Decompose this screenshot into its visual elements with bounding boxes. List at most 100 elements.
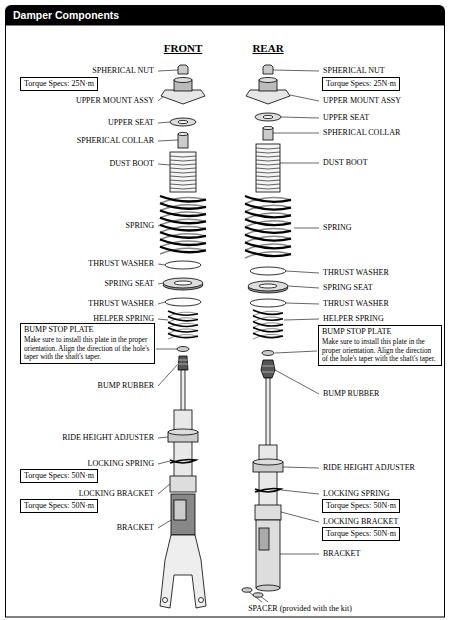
spacer — [242, 588, 252, 592]
thrust-washer — [250, 299, 286, 307]
part-name: LOCKING SPRING — [87, 459, 155, 469]
part-name: LOCKING SPRING — [322, 489, 390, 499]
drawing-part — [170, 168, 196, 169]
part-name: BUMP RUBBER — [322, 389, 380, 399]
part-name: SPHERICAL COLLAR — [76, 136, 155, 146]
part-name: BRACKET — [322, 549, 361, 559]
box-heading: Torque Specs: 50N·m — [326, 529, 396, 539]
part-name: UPPER SEAT — [322, 113, 370, 123]
drawing-part — [245, 250, 291, 256]
drawing-part — [259, 284, 277, 288]
drawing-part — [256, 156, 280, 157]
drawing-part — [160, 218, 206, 223]
part-name: THRUST WASHER — [322, 299, 390, 309]
drawing-part — [256, 188, 280, 189]
thrust-washer — [165, 298, 201, 306]
drawing-part — [170, 184, 196, 185]
drawing-part — [245, 227, 291, 233]
drawing-part — [245, 212, 291, 218]
box-heading: Torque Specs: 25N·m — [24, 79, 94, 89]
drawing-part — [170, 188, 196, 189]
drawing-part — [160, 225, 206, 230]
drawing-part — [174, 78, 192, 83]
drawing-part — [168, 311, 198, 315]
spacer — [253, 593, 263, 597]
drawing-part — [168, 429, 198, 435]
torque-spec-box: Torque Specs: 50N·m — [20, 499, 98, 513]
drawing-part — [160, 247, 206, 252]
spherical-nut — [263, 65, 273, 74]
part-name: HELPER SPRING — [322, 314, 385, 324]
drawing-part — [248, 281, 288, 291]
part-name: SPHERICAL NUT — [91, 66, 155, 76]
bump-stop-plate — [262, 351, 274, 356]
drawing-part — [253, 310, 283, 314]
spherical-nut — [178, 65, 188, 74]
part-name: THRUST WASHER — [87, 259, 155, 269]
drawing-part — [256, 176, 280, 177]
drawing-part — [256, 160, 280, 161]
shaft — [266, 378, 270, 446]
drawing-part — [160, 240, 206, 245]
drawing-part — [160, 196, 206, 201]
upper-mount — [246, 90, 290, 104]
drawing-part — [253, 459, 283, 465]
upper-mount — [161, 90, 205, 104]
drawing-part — [256, 168, 280, 169]
torque-spec-box: Torque Specs: 50N·m — [322, 499, 400, 513]
main-spring — [245, 196, 291, 258]
bump-rubber — [261, 360, 275, 378]
column-heading: REAR — [251, 42, 284, 55]
drawing-part — [259, 78, 277, 83]
note-box: BUMP STOP PLATEMake sure to install this… — [20, 323, 155, 364]
dust-boot — [170, 152, 196, 192]
box-heading: Torque Specs: 50N·m — [326, 501, 396, 511]
drawing-part — [256, 148, 280, 149]
drawing-part — [170, 172, 196, 173]
bracket-tube — [171, 494, 195, 535]
spherical-collar — [178, 134, 188, 148]
drawing-part — [253, 327, 283, 331]
front-damper — [160, 65, 206, 608]
drawing-part — [263, 126, 273, 129]
thrust-washer — [250, 267, 286, 275]
drawing-part — [253, 333, 283, 337]
drawing-part — [174, 500, 186, 520]
drawing-part — [160, 211, 206, 216]
part-name: RIDE HEIGHT ADJUSTER — [322, 463, 416, 473]
drawing-part — [170, 180, 196, 181]
torque-spec-box: Torque Specs: 25N·m — [322, 77, 400, 91]
boot-ribs — [170, 156, 196, 189]
part-name: RIDE HEIGHT ADJUSTER — [61, 433, 155, 443]
box-note: Make sure to install this plate in the p… — [24, 336, 151, 362]
drawing-part — [168, 328, 198, 332]
part-name: SPHERICAL COLLAR — [322, 128, 401, 138]
part-name: BRACKET — [116, 523, 155, 533]
drawing-part — [253, 316, 283, 320]
drawing-part — [168, 322, 198, 326]
drawing-part — [170, 160, 196, 161]
part-name: THRUST WASHER — [322, 268, 390, 278]
thrust-washer — [165, 261, 201, 269]
main-spring — [160, 196, 206, 254]
drawing-part — [170, 164, 196, 165]
part-name: DUST BOOT — [322, 158, 369, 168]
drawing-part — [256, 585, 280, 591]
header-band: Damper Components — [5, 5, 445, 25]
box-heading: Torque Specs: 50N·m — [24, 471, 94, 481]
drawing-part — [249, 592, 268, 602]
box-heading: Torque Specs: 50N·m — [24, 501, 94, 511]
drawing-part — [256, 180, 280, 181]
drawing-part — [245, 243, 291, 249]
part-name: SPHERICAL NUT — [322, 66, 386, 76]
drawing-part — [163, 278, 203, 288]
part-name: LOCKING BRACKET — [322, 517, 399, 527]
drawing-part — [263, 115, 273, 118]
rear-damper — [242, 65, 290, 597]
helper-spring — [168, 311, 198, 339]
drawing-part — [256, 172, 280, 173]
drawing-part — [170, 176, 196, 177]
note-box: BUMP STOP PLATEMake sure to install this… — [318, 325, 442, 366]
part-name: LOCKING BRACKET — [78, 489, 155, 499]
